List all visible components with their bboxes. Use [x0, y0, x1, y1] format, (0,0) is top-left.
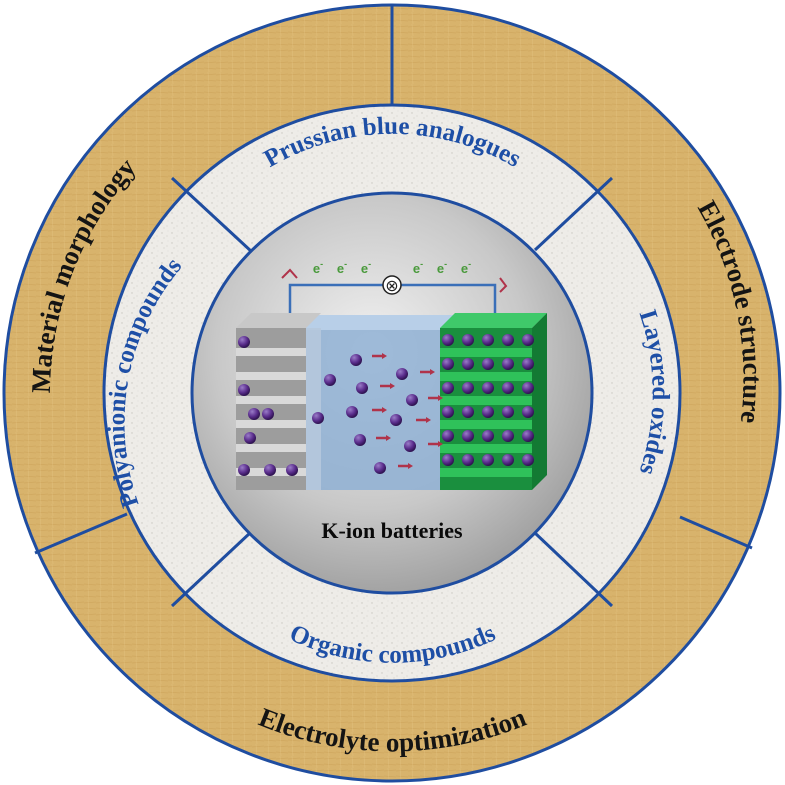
middle-dividers	[170, 176, 614, 608]
ion	[404, 440, 416, 452]
ion	[374, 462, 386, 474]
ion	[502, 406, 514, 418]
ion	[482, 454, 494, 466]
electron-label: e-	[461, 259, 471, 276]
ion	[462, 382, 474, 394]
cathode-layer	[440, 396, 532, 405]
ion	[312, 412, 324, 424]
electrolyte-top	[300, 315, 455, 330]
ion	[442, 430, 454, 442]
load-symbol: ⊗	[385, 276, 398, 295]
ion	[502, 454, 514, 466]
ion	[442, 406, 454, 418]
ion	[264, 464, 276, 476]
ion	[522, 430, 534, 442]
ion	[522, 454, 534, 466]
ion	[324, 374, 336, 386]
potassium-ions	[238, 334, 534, 476]
electrons: e-e-e-e-e-e-	[313, 259, 471, 276]
cathode-layer	[440, 444, 532, 453]
ion	[442, 334, 454, 346]
ion	[502, 382, 514, 394]
ion	[502, 334, 514, 346]
ion	[350, 354, 362, 366]
ion	[248, 408, 260, 420]
ion	[262, 408, 274, 420]
electron-label: e-	[413, 259, 423, 276]
anode-layer	[236, 420, 306, 428]
electron-label: e-	[313, 259, 323, 276]
electron-label: e-	[437, 259, 447, 276]
ion	[238, 464, 250, 476]
ion	[406, 394, 418, 406]
ion	[462, 430, 474, 442]
electron-label: e-	[337, 259, 347, 276]
cathode-layer	[440, 420, 532, 429]
center-title: K-ion batteries	[321, 518, 463, 543]
ion	[462, 406, 474, 418]
ion	[522, 382, 534, 394]
ion	[502, 358, 514, 370]
anode-layer	[236, 444, 306, 452]
ion	[522, 334, 534, 346]
anode-layer	[236, 348, 306, 356]
cathode-layer	[440, 372, 532, 381]
ion	[354, 434, 366, 446]
ion	[286, 464, 298, 476]
load-icon	[382, 275, 402, 295]
arrow-right-icon	[499, 277, 508, 293]
ion	[244, 432, 256, 444]
battery-illustration: ⊗ e-e-e-e-e-e-	[236, 259, 547, 490]
ion	[482, 430, 494, 442]
ion-arrows	[372, 353, 443, 469]
ion	[462, 454, 474, 466]
arrow-left-icon	[281, 268, 298, 279]
ion	[442, 358, 454, 370]
cathode-layer	[440, 348, 532, 357]
ion	[522, 406, 534, 418]
ion	[356, 382, 368, 394]
ion	[346, 406, 358, 418]
ion	[482, 406, 494, 418]
ion	[442, 382, 454, 394]
ion	[238, 336, 250, 348]
ion	[482, 358, 494, 370]
ion	[238, 384, 250, 396]
ion	[442, 454, 454, 466]
ion	[462, 334, 474, 346]
anode-layer	[236, 372, 306, 380]
ion	[482, 382, 494, 394]
cathode-layer	[440, 468, 532, 477]
anode-layer	[236, 396, 306, 404]
ion	[390, 414, 402, 426]
ion	[462, 358, 474, 370]
outer-dividers	[34, 5, 753, 555]
ion	[482, 334, 494, 346]
electron-label: e-	[361, 259, 371, 276]
ion	[522, 358, 534, 370]
ion	[396, 368, 408, 380]
ion	[502, 430, 514, 442]
